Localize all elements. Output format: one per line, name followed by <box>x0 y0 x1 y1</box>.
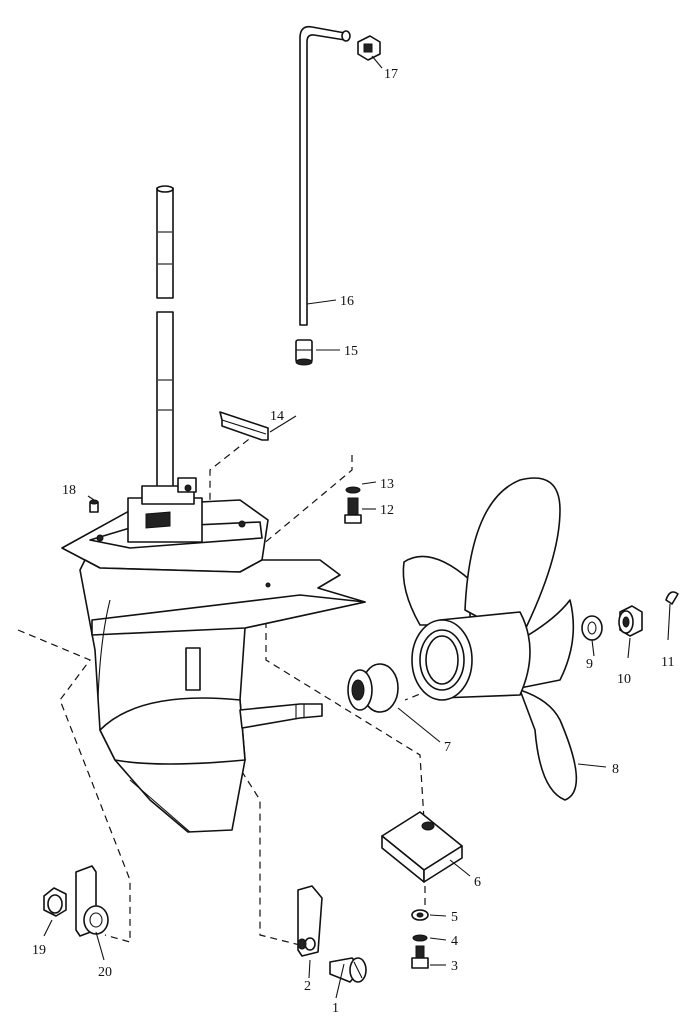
callout-2: 2 <box>304 979 311 994</box>
callout-6: 6 <box>474 875 481 890</box>
callout-18: 18 <box>62 483 76 498</box>
part-11-cotter-pin <box>665 591 679 605</box>
part-7-thrust-hub <box>347 663 399 713</box>
callout-1: 1 <box>332 1001 339 1016</box>
driveshaft <box>156 185 174 493</box>
callout-17: 17 <box>384 67 398 82</box>
callout-13: 13 <box>380 477 394 492</box>
part-1-screw <box>329 957 367 983</box>
part-13-washer <box>345 486 361 494</box>
callout-14: 14 <box>270 409 284 424</box>
callout-20: 20 <box>98 965 112 980</box>
part-5-nut <box>411 909 429 921</box>
callout-3: 3 <box>451 959 458 974</box>
part-10-nut <box>618 605 643 637</box>
part-15-seal <box>295 339 313 366</box>
callout-4: 4 <box>451 934 458 949</box>
callout-16: 16 <box>340 294 354 309</box>
part-14-clip <box>219 411 269 441</box>
callout-9: 9 <box>586 657 593 672</box>
part-18-pin <box>89 499 99 513</box>
leader-lines <box>43 55 671 999</box>
part-6-anode <box>381 811 463 883</box>
part-19-nut <box>43 887 67 917</box>
callout-labels: 1 2 3 4 5 6 7 8 9 10 11 12 13 14 15 16 1… <box>32 67 674 1016</box>
callout-15: 15 <box>344 344 358 359</box>
part-9-washer <box>581 615 603 641</box>
callout-10: 10 <box>617 672 631 687</box>
callout-7: 7 <box>444 740 451 755</box>
part-8-propeller <box>402 477 578 801</box>
callout-5: 5 <box>451 910 458 925</box>
part-17-grommet <box>357 35 381 61</box>
part-12-bolt <box>344 497 362 524</box>
gearcase-housing <box>61 477 366 833</box>
part-4-washer <box>412 934 428 942</box>
callout-8: 8 <box>612 762 619 777</box>
callout-19: 19 <box>32 943 46 958</box>
part-16-tube <box>299 25 351 326</box>
callout-12: 12 <box>380 503 394 518</box>
part-2-bracket <box>297 885 323 957</box>
callout-11: 11 <box>661 655 674 670</box>
part-20-bracket <box>75 865 109 937</box>
part-3-bolt <box>411 945 429 969</box>
